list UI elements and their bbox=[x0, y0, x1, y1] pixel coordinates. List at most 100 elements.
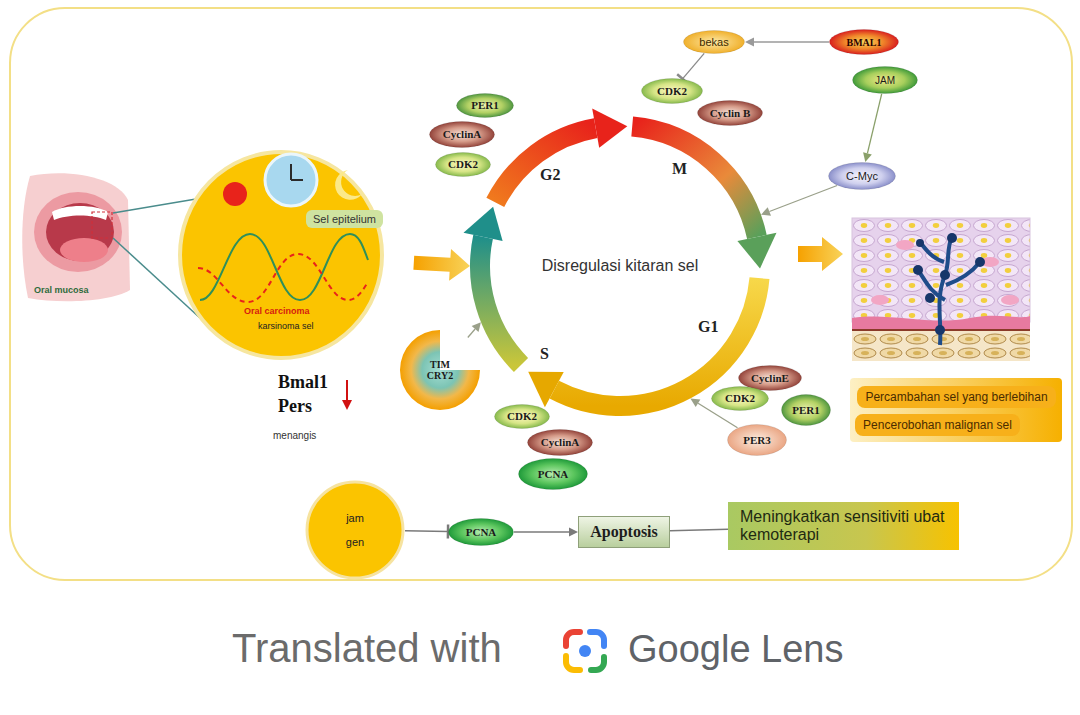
node-text: Cyclin B bbox=[710, 107, 751, 119]
node-text: Disregulasi kitaran sel bbox=[542, 257, 699, 275]
gene-oval: bekas bbox=[683, 30, 745, 54]
rhythm-wave bbox=[200, 234, 368, 300]
sun-dot bbox=[223, 182, 247, 206]
oval-fill bbox=[519, 459, 588, 490]
down-arrow bbox=[342, 380, 352, 410]
gene-oval: CDK2 bbox=[494, 404, 550, 429]
cell-cycle-ring: Disregulasi kitaran sel bbox=[470, 116, 770, 416]
cell-tag: Sel epitelium bbox=[306, 210, 383, 228]
oval-fill bbox=[430, 121, 495, 147]
arrowhead bbox=[745, 38, 754, 47]
illustration-part bbox=[913, 265, 923, 275]
phase-arrowhead bbox=[592, 108, 627, 147]
activation-arrow bbox=[745, 38, 829, 47]
flow-block-arrow bbox=[798, 237, 843, 271]
node-text: Percambahan sel yang berlebihan bbox=[865, 390, 1047, 404]
phase-arc bbox=[632, 127, 757, 237]
gene-label: Pers bbox=[278, 396, 312, 417]
watermark-text: Google Lens bbox=[628, 628, 844, 671]
block-arrow-body bbox=[413, 249, 470, 281]
gene-oval: CyclinA bbox=[429, 121, 495, 148]
illustration-part bbox=[918, 236, 980, 345]
node-text: CyclinA bbox=[443, 128, 482, 140]
gene-oval: PER1 bbox=[781, 394, 831, 426]
node-text: jam bbox=[346, 512, 364, 524]
gene-oval: CyclinA bbox=[527, 429, 593, 456]
phase-label: M bbox=[672, 160, 687, 178]
phase-arc bbox=[480, 237, 521, 365]
illustration-part bbox=[925, 293, 935, 303]
illustration-part bbox=[566, 632, 580, 646]
illustration-part bbox=[46, 203, 114, 261]
phase-arrowhead bbox=[528, 372, 564, 408]
connector-line bbox=[405, 530, 448, 532]
note-label: menangis bbox=[273, 430, 316, 441]
phase-label: S bbox=[540, 345, 549, 363]
node-text: C-Myc bbox=[846, 170, 878, 182]
oval-fill bbox=[684, 31, 745, 54]
oval-fill bbox=[728, 425, 787, 456]
gene-oval: BMAL1 bbox=[829, 29, 899, 55]
oval-fill bbox=[449, 519, 514, 546]
outcome-pill: Pencerobohan malignan sel bbox=[855, 414, 1020, 436]
inhibition-line bbox=[405, 525, 448, 539]
oval-fill bbox=[436, 152, 491, 176]
illustration-part bbox=[590, 632, 604, 646]
arrowhead bbox=[472, 322, 481, 332]
connector-line bbox=[867, 94, 881, 153]
regulation-line bbox=[468, 322, 481, 337]
node-text: CyclinE bbox=[751, 372, 789, 384]
clock-gene-circle: jamgen bbox=[305, 480, 405, 580]
oval-fill bbox=[853, 67, 918, 94]
illustration-part bbox=[52, 206, 108, 220]
illustration-part bbox=[896, 240, 914, 250]
clock-gene-circle-outline bbox=[305, 480, 405, 580]
connector-line bbox=[683, 53, 705, 78]
oval-fill bbox=[829, 163, 896, 190]
illustration-part bbox=[947, 233, 957, 243]
outcome-pill: Percambahan sel yang berlebihan bbox=[857, 386, 1056, 408]
gene-oval: CDK2 bbox=[711, 386, 769, 411]
node-text: CDK2 bbox=[657, 85, 687, 97]
gene-oval: PCNA bbox=[518, 458, 588, 490]
node-text: CDK2 bbox=[507, 410, 537, 422]
phase-arrowhead bbox=[737, 233, 776, 269]
node-text: PER1 bbox=[471, 99, 499, 111]
connector-line bbox=[670, 529, 728, 531]
lens-logo bbox=[566, 632, 604, 670]
arrowhead bbox=[863, 152, 872, 162]
process-box: Apoptosis bbox=[578, 516, 670, 548]
tissue-circle-fill bbox=[180, 152, 382, 358]
node-text: CDK2 bbox=[448, 158, 478, 170]
activation-arrow bbox=[514, 528, 578, 537]
arrowhead bbox=[761, 207, 771, 215]
gene-oval: JAM bbox=[852, 66, 918, 94]
node-text: PCNA bbox=[466, 526, 497, 538]
tissue-illustration bbox=[852, 218, 1030, 361]
frame bbox=[10, 8, 1072, 580]
phase-label: G1 bbox=[698, 318, 718, 336]
node-text: Oral carcinoma bbox=[244, 306, 310, 316]
gene-label: Bmal1 bbox=[278, 372, 328, 393]
oval-fill bbox=[712, 386, 769, 410]
gene-oval: Cyclin B bbox=[697, 100, 763, 126]
illustration-part bbox=[92, 212, 112, 238]
connector-line bbox=[754, 41, 829, 42]
gene-oval: CDK2 bbox=[641, 78, 703, 104]
oval-fill bbox=[528, 429, 593, 455]
connector-line bbox=[514, 531, 569, 533]
illustration-part bbox=[60, 238, 108, 262]
illustration-part bbox=[1001, 295, 1019, 305]
node-text: bekas bbox=[699, 36, 728, 48]
node-text: PER1 bbox=[792, 404, 820, 416]
mouth-illustration bbox=[22, 173, 200, 318]
plain-line bbox=[670, 529, 728, 531]
illustration-part bbox=[591, 657, 604, 670]
watermark-text: Translated with bbox=[232, 626, 502, 671]
gene-oval: PER3 bbox=[727, 424, 787, 456]
clock-face bbox=[265, 154, 317, 206]
node-text: JAM bbox=[875, 75, 895, 86]
illustration-part bbox=[975, 257, 985, 267]
node-text: CDK2 bbox=[725, 392, 755, 404]
node-text: CRY2 bbox=[427, 370, 453, 381]
